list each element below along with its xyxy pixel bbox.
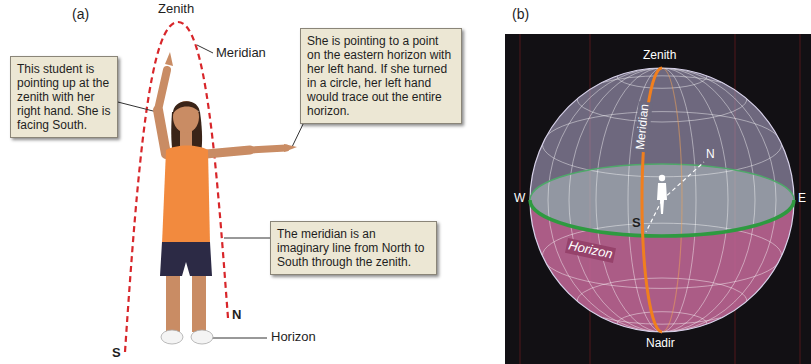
direction-label: N (706, 148, 715, 162)
direction-label: N (232, 308, 241, 323)
nadir-label: Nadir (646, 337, 675, 351)
leader-line (212, 338, 267, 339)
meridian-label: Meridian (216, 46, 266, 61)
zenith-label: Zenith (643, 49, 676, 63)
meridian-loop (125, 22, 228, 352)
callout-box: The meridian is an imaginary line from N… (270, 221, 437, 275)
panel-label: (b) (512, 6, 529, 22)
student-figure (158, 52, 297, 344)
background-stripes (520, 34, 800, 364)
celestial-sphere (530, 64, 794, 337)
zenith-label: Zenith (158, 2, 194, 17)
direction-label: E (798, 192, 806, 206)
panel-label: (a) (72, 6, 89, 22)
callout-box: She is pointing to a point on the easter… (300, 28, 462, 124)
callout-text: This student is pointing up at the zenit… (17, 62, 111, 132)
horizon-label: Horizon (271, 330, 316, 345)
direction-label: S (112, 346, 121, 361)
direction-label: S (632, 216, 641, 231)
leader-line (197, 45, 213, 53)
callout-text: The meridian is an imaginary line from N… (277, 227, 430, 269)
callout-text: She is pointing to a point on the easter… (307, 34, 455, 118)
callout-box: This student is pointing up at the zenit… (10, 56, 118, 138)
direction-label: W (514, 192, 525, 206)
panel-background (505, 34, 811, 364)
